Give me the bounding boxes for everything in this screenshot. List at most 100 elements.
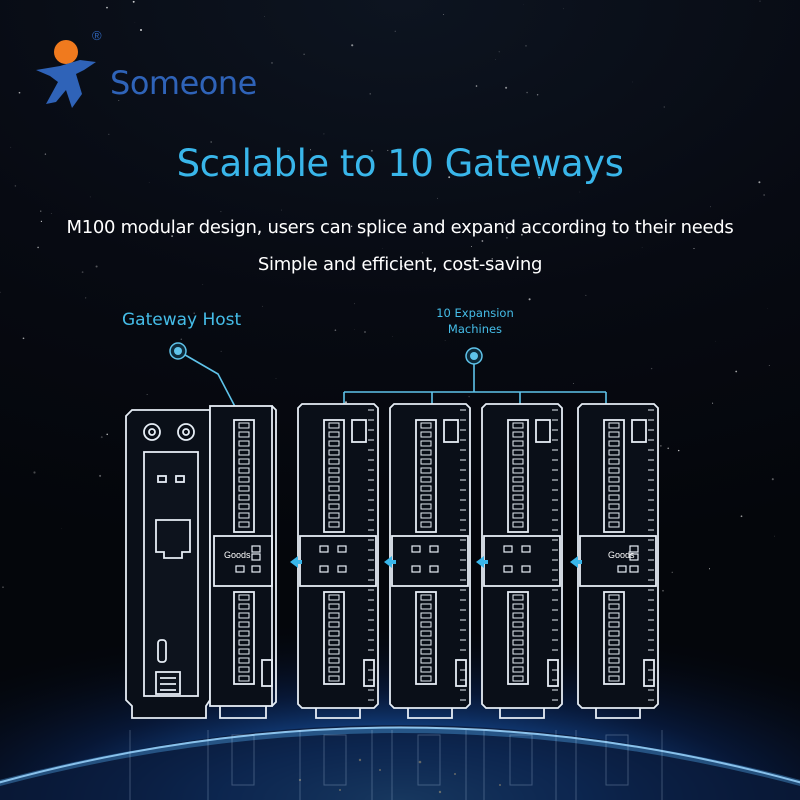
star: [663, 106, 665, 108]
terminal-pin: [328, 657, 340, 664]
terminal-pin: [608, 422, 620, 429]
expansion-module: [577, 403, 659, 719]
star: [193, 312, 195, 314]
subtitle-line-2: Simple and efficient, cost-saving: [257, 254, 543, 275]
star: [171, 235, 173, 237]
terminal-pin: [420, 594, 432, 601]
terminal-pin: [512, 621, 524, 628]
star: [468, 264, 469, 265]
star: [526, 91, 528, 94]
terminal-pin: [420, 422, 432, 429]
status-led: [411, 565, 421, 573]
arrow-tail: [298, 560, 302, 564]
status-led: [617, 565, 627, 573]
terminal-pin: [328, 521, 340, 528]
star: [387, 149, 389, 151]
status-led: [429, 565, 439, 573]
star: [585, 294, 587, 296]
arrow-left-icon: [570, 556, 578, 568]
star: [287, 149, 289, 151]
star: [81, 271, 84, 273]
terminal-pin: [328, 503, 340, 510]
terminal-pin: [420, 521, 432, 528]
star: [363, 330, 367, 334]
star: [180, 338, 183, 341]
terminal-pin: [238, 675, 250, 682]
star: [487, 230, 489, 231]
star: [740, 515, 743, 518]
terminal-pin: [238, 621, 250, 628]
terminal-pin: [420, 512, 432, 519]
expansion-callout-dot: [465, 347, 483, 365]
star: [650, 367, 653, 370]
terminal-pin: [512, 639, 524, 646]
terminal-pin: [420, 458, 432, 465]
terminal-pin: [420, 485, 432, 492]
terminal-pin: [420, 666, 432, 673]
star: [573, 383, 575, 384]
host-callout-dot: [169, 342, 187, 360]
star: [444, 339, 446, 341]
star: [89, 196, 91, 198]
status-led: [629, 553, 639, 561]
expansion-module: [297, 403, 379, 719]
star: [428, 166, 431, 168]
arrow-left-icon: [384, 556, 392, 568]
terminal-pin: [238, 476, 250, 483]
terminal-pin: [512, 675, 524, 682]
star: [498, 51, 500, 53]
star: [538, 176, 541, 179]
terminal-pin: [238, 512, 250, 519]
terminal-pin: [420, 621, 432, 628]
terminal-pin: [608, 449, 620, 456]
terminal-pin: [512, 440, 524, 447]
terminal-pin: [328, 512, 340, 519]
star: [0, 291, 1, 293]
status-led: [521, 545, 531, 553]
star: [18, 91, 21, 94]
star: [758, 181, 761, 184]
star: [374, 263, 376, 266]
star: [202, 284, 204, 285]
star: [310, 149, 311, 151]
subtitle-line-1: M100 modular design, users can splice an…: [66, 217, 734, 238]
terminal-pin: [512, 630, 524, 637]
status-led: [251, 565, 261, 573]
status-led: [503, 545, 513, 553]
terminal-pin: [512, 485, 524, 492]
star: [563, 8, 564, 10]
terminal-pin: [608, 512, 620, 519]
star: [50, 212, 52, 214]
terminal-pin: [608, 657, 620, 664]
star: [369, 93, 371, 95]
side-rib: [368, 409, 374, 701]
host-callout-line: [179, 351, 243, 421]
star: [400, 265, 403, 268]
terminal-pin: [238, 494, 250, 501]
terminal-pin: [328, 630, 340, 637]
status-led: [319, 545, 329, 553]
terminal-pin: [512, 449, 524, 456]
terminal-pin: [328, 594, 340, 601]
terminal-pin: [420, 639, 432, 646]
star: [371, 149, 373, 152]
side-rib: [648, 409, 654, 701]
terminal-pin: [238, 666, 250, 673]
terminal-pin: [238, 485, 250, 492]
star: [106, 6, 108, 9]
status-led: [337, 545, 347, 553]
status-led: [319, 565, 329, 573]
star: [44, 153, 47, 155]
status-led: [251, 553, 261, 561]
expansion-module: [481, 403, 563, 719]
star: [632, 81, 633, 83]
star: [99, 474, 102, 477]
terminal-pin: [328, 639, 340, 646]
star: [443, 14, 445, 15]
terminal-pin: [608, 603, 620, 610]
terminal-pin: [608, 494, 620, 501]
star: [712, 402, 714, 404]
status-led: [337, 565, 347, 573]
star: [481, 240, 484, 242]
logo-head-icon: [54, 40, 78, 64]
